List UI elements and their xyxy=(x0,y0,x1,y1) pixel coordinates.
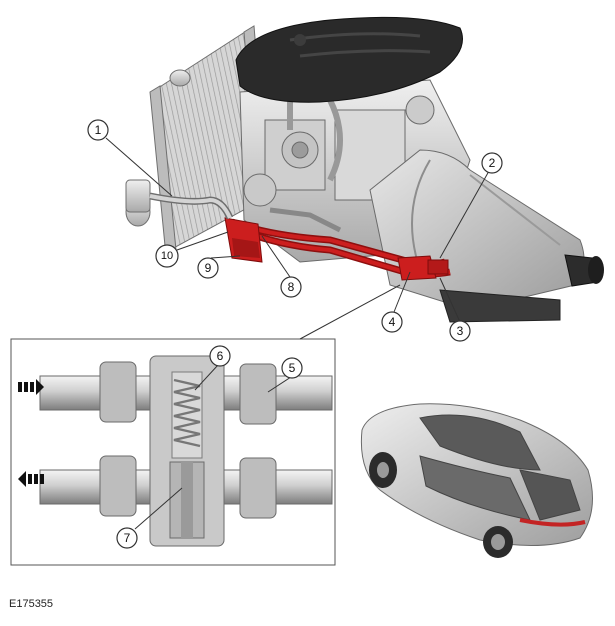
engine xyxy=(235,16,471,263)
thermostat-plunger xyxy=(169,461,205,539)
callout-1: 1 xyxy=(87,119,109,141)
thermostat-detail-inset xyxy=(10,284,401,566)
callout-5: 5 xyxy=(281,357,303,379)
leader-lines xyxy=(105,137,490,530)
callout-6: 6 xyxy=(209,345,231,367)
svg-text:7: 7 xyxy=(124,531,131,545)
callout-2: 2 xyxy=(481,152,503,174)
flow-arrow-in-icon xyxy=(18,379,44,395)
radiator-hose xyxy=(149,192,234,220)
callout-3: 3 xyxy=(449,320,471,342)
svg-text:8: 8 xyxy=(288,280,295,294)
svg-text:9: 9 xyxy=(205,261,212,275)
figure-reference-code: E175355 xyxy=(9,598,54,610)
svg-text:1: 1 xyxy=(95,123,102,137)
callout-8: 8 xyxy=(280,276,302,298)
transmission xyxy=(369,149,604,323)
svg-text:4: 4 xyxy=(389,315,396,329)
cooler-bracket xyxy=(224,217,263,263)
svg-text:10: 10 xyxy=(161,250,173,262)
svg-text:3: 3 xyxy=(457,324,464,338)
vehicle-locator-image xyxy=(360,403,593,558)
svg-text:5: 5 xyxy=(289,361,296,375)
callout-9: 9 xyxy=(197,257,219,279)
svg-text:6: 6 xyxy=(217,349,224,363)
thermostat-housing xyxy=(397,255,449,281)
svg-text:2: 2 xyxy=(489,156,496,170)
callout-10: 10 xyxy=(155,244,179,268)
callout-7: 7 xyxy=(116,527,138,549)
callout-4: 4 xyxy=(381,311,403,333)
flow-arrow-out-icon xyxy=(18,471,44,487)
thermostat-spring xyxy=(173,378,201,448)
